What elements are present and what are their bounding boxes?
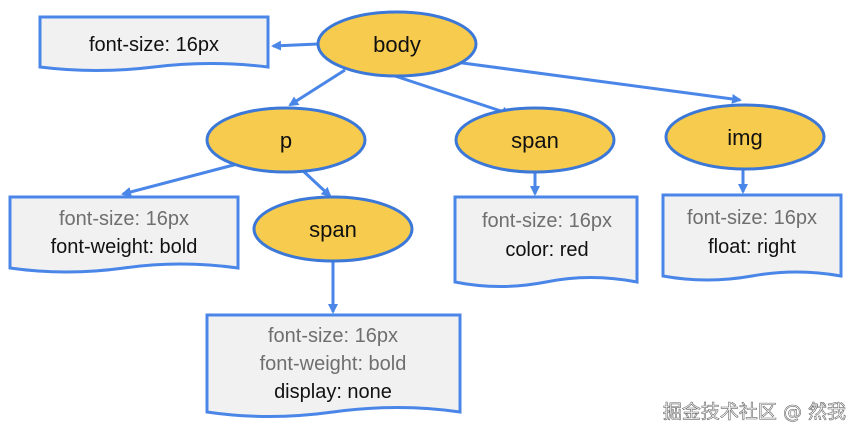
node-span-p-shape (252, 195, 414, 263)
note-body: font-size: 16px (38, 15, 270, 72)
node-img-shape (664, 103, 826, 171)
note-span-p-line-1: font-size: 16px (268, 325, 398, 347)
node-span-shape (454, 106, 616, 174)
note-span-p: font-size: 16px font-weight: bold displa… (205, 313, 462, 418)
arrow-body-to-note (271, 40, 319, 51)
note-span: font-size: 16px color: red (453, 195, 639, 288)
arrow-body-to-img (454, 60, 742, 104)
note-body-shape (38, 15, 270, 72)
node-p-shape (205, 106, 367, 174)
node-body-shape (316, 10, 478, 78)
note-span-shape (453, 195, 639, 288)
node-img-label: img (727, 125, 762, 150)
node-span: span (454, 106, 616, 174)
node-span-p: span (252, 195, 414, 263)
note-span-line-1: font-size: 16px (482, 210, 612, 232)
arrow-body-to-span (394, 74, 512, 117)
note-p-shape (8, 195, 240, 274)
node-body-label: body (373, 32, 421, 57)
note-span-p-line-3: display: none (274, 381, 392, 403)
arrow-body-to-p (288, 68, 346, 107)
note-span-p-shape (205, 313, 462, 418)
note-body-line-1: font-size: 16px (89, 34, 219, 56)
watermark-text: 掘金技术社区 @ 然我 (663, 401, 846, 423)
arrows (121, 40, 748, 314)
node-span-label: span (511, 128, 559, 153)
note-img-line-2: float: right (708, 236, 796, 258)
note-img-line-1: font-size: 16px (687, 207, 817, 229)
node-img: img (664, 103, 826, 171)
note-img: font-size: 16px float: right (661, 193, 843, 282)
arrow-p-to-note (121, 160, 246, 197)
node-p: p (205, 106, 367, 174)
note-span-line-2: color: red (505, 239, 588, 261)
arrow-p-to-span (298, 166, 332, 198)
note-p-line-1: font-size: 16px (59, 208, 189, 230)
note-img-shape (661, 193, 843, 282)
node-body: body (316, 10, 478, 78)
node-span-p-label: span (309, 217, 357, 242)
note-p: font-size: 16px font-weight: bold (8, 195, 240, 274)
node-p-label: p (280, 128, 292, 153)
note-span-p-line-2: font-weight: bold (260, 353, 407, 375)
note-p-line-2: font-weight: bold (51, 236, 198, 258)
